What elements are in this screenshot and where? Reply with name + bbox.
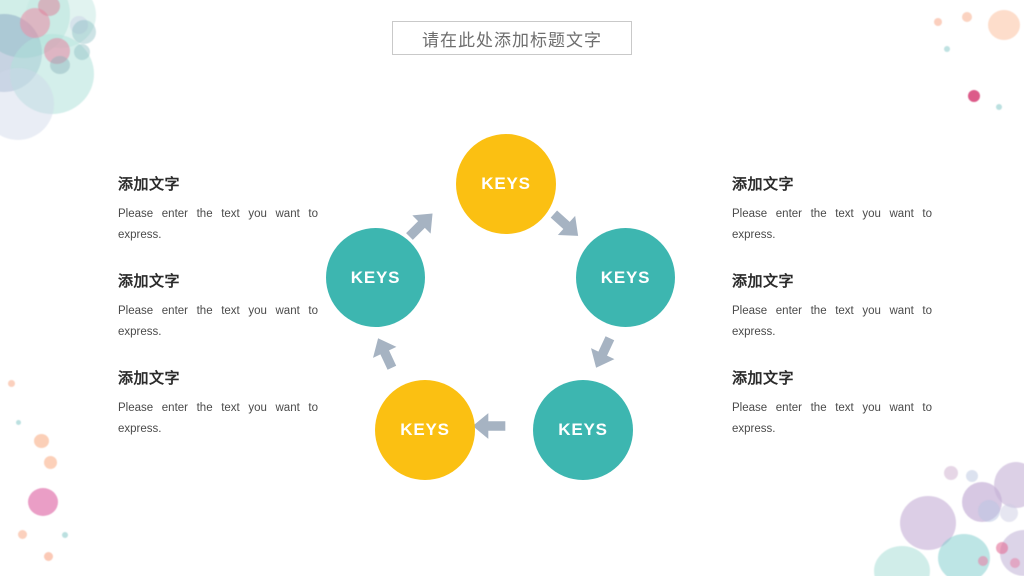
flow-arrow-icon xyxy=(397,201,445,249)
watercolor-blob xyxy=(26,0,96,48)
flow-arrow-icon xyxy=(580,330,625,375)
watercolor-blob xyxy=(74,44,90,60)
watercolor-blob xyxy=(44,38,70,64)
watercolor-blob xyxy=(1000,504,1018,522)
watercolor-blob xyxy=(0,14,42,92)
watercolor-blob xyxy=(8,380,15,387)
watercolor-blob xyxy=(10,34,94,114)
watercolor-blob xyxy=(0,68,54,140)
watercolor-blob xyxy=(44,456,57,469)
watercolor-blob xyxy=(1000,530,1024,576)
watercolor-blob xyxy=(16,420,21,425)
watercolor-blob xyxy=(900,496,956,550)
cycle-node-label: KEYS xyxy=(558,420,608,439)
page-title: 请在此处添加标题文字 xyxy=(422,30,602,51)
text-block: 添加文字 Please enter the text you want to ex… xyxy=(732,370,932,440)
right-text-column: 添加文字 Please enter the text you want to ex… xyxy=(732,176,932,440)
text-block-heading[interactable]: 添加文字 xyxy=(118,369,181,388)
text-block: 添加文字 Please enter the text you want to ex… xyxy=(118,273,318,343)
watercolor-blob xyxy=(968,90,980,102)
watercolor-blob xyxy=(50,56,70,74)
text-block-body[interactable]: Please enter the text you want to expres… xyxy=(118,401,318,435)
watercolor-blob xyxy=(62,532,68,538)
cycle-node-label: KEYS xyxy=(600,267,651,287)
text-block: 添加文字 Please enter the text you want to ex… xyxy=(732,176,932,246)
watercolor-blob xyxy=(38,0,60,16)
watercolor-blob xyxy=(996,104,1002,110)
watercolor-blob xyxy=(962,12,972,22)
flow-arrow-icon xyxy=(362,330,407,375)
watercolor-blob xyxy=(944,466,958,480)
watercolor-blob xyxy=(996,542,1008,554)
text-block: 添加文字 Please enter the text you want to ex… xyxy=(732,273,932,343)
cycle-node-top[interactable]: KEYS xyxy=(456,134,556,234)
watercolor-blob xyxy=(994,462,1024,508)
watercolor-blob xyxy=(70,16,88,34)
text-block-body[interactable]: Please enter the text you want to expres… xyxy=(732,401,932,435)
text-block: 添加文字 Please enter the text you want to ex… xyxy=(118,370,318,440)
cycle-node-label: KEYS xyxy=(481,174,531,193)
text-block-heading[interactable]: 添加文字 xyxy=(118,175,181,193)
watercolor-blob xyxy=(934,18,942,26)
cycle-node-bottom-left[interactable]: KEYS xyxy=(375,380,475,480)
text-block-body[interactable]: Please enter the text you want to expres… xyxy=(118,207,318,241)
watercolor-blob xyxy=(0,0,70,58)
cycle-node-label: KEYS xyxy=(400,420,450,439)
left-text-column: 添加文字 Please enter the text you want to ex… xyxy=(118,176,318,440)
watercolor-blob xyxy=(962,482,1002,522)
text-block: 添加文字 Please enter the text you want to ex… xyxy=(118,176,318,246)
watercolor-blob xyxy=(28,488,58,516)
cycle-node-right[interactable]: KEYS xyxy=(576,228,675,327)
watercolor-blob xyxy=(18,530,27,539)
text-block-body[interactable]: Please enter the text you want to expres… xyxy=(732,207,932,241)
text-block-body[interactable]: Please enter the text you want to expres… xyxy=(732,304,932,338)
text-block-heading[interactable]: 添加文字 xyxy=(732,175,795,193)
watercolor-blob xyxy=(966,470,978,482)
text-block-body[interactable]: Please enter the text you want to expres… xyxy=(118,304,318,338)
watercolor-blob xyxy=(874,546,930,576)
text-block-heading[interactable]: 添加文字 xyxy=(732,369,795,388)
cycle-node-label: KEYS xyxy=(350,267,401,287)
watercolor-blob xyxy=(938,534,990,576)
flow-arrow-icon xyxy=(542,201,590,249)
text-block-heading[interactable]: 添加文字 xyxy=(118,272,181,291)
watercolor-blob xyxy=(988,10,1020,40)
watercolor-blob xyxy=(44,552,53,561)
title-placeholder-box[interactable]: 请在此处添加标题文字 xyxy=(392,21,632,55)
cycle-diagram: KEYS KEYS KEYS KEYS KEYS xyxy=(320,128,692,484)
watercolor-blob xyxy=(978,500,1000,522)
watercolor-blob xyxy=(20,8,50,38)
cycle-node-bottom-right[interactable]: KEYS xyxy=(533,380,633,480)
cycle-node-left[interactable]: KEYS xyxy=(326,228,425,327)
watercolor-blob xyxy=(72,20,96,44)
watercolor-blob xyxy=(978,556,988,566)
watercolor-blob xyxy=(944,46,950,52)
watercolor-blob xyxy=(34,434,49,448)
text-block-heading[interactable]: 添加文字 xyxy=(732,272,795,291)
flow-arrow-icon xyxy=(472,409,506,443)
watercolor-blob xyxy=(1010,558,1020,568)
